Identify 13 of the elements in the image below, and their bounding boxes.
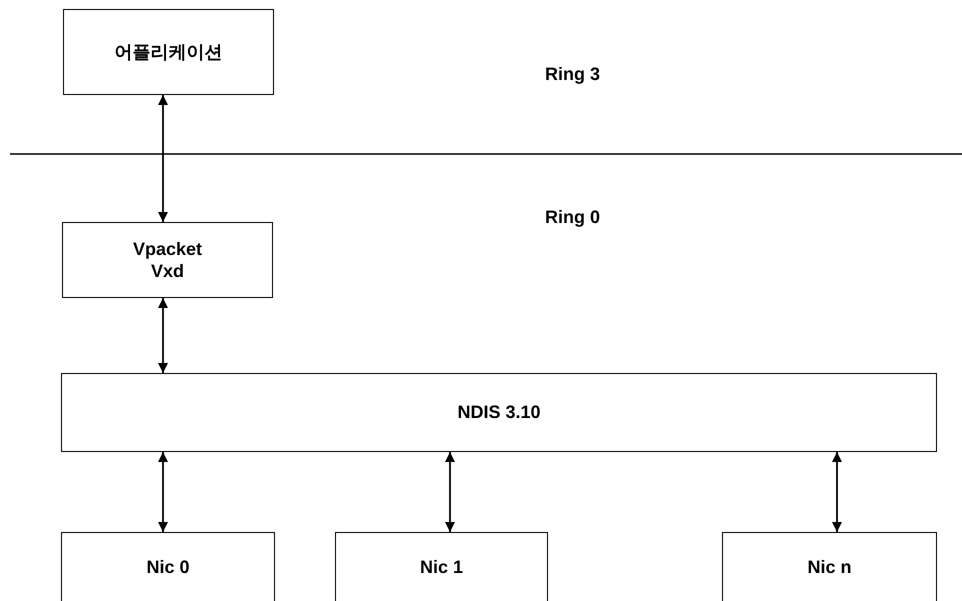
- arrow: [158, 452, 168, 532]
- layer-box: NDIS 3.10: [61, 373, 937, 452]
- process-box: Nic 1: [335, 532, 548, 601]
- process-box: 어플리케이션: [63, 9, 274, 95]
- arrow: [445, 452, 455, 532]
- arrow: [158, 298, 168, 373]
- arrow: [832, 452, 842, 532]
- ring-label: Ring 3: [545, 64, 600, 85]
- ring-label: Ring 0: [545, 207, 600, 228]
- arrow: [158, 95, 168, 222]
- process-box: Nic 0: [61, 532, 275, 601]
- process-box: Vpacket Vxd: [62, 222, 273, 298]
- process-box: Nic n: [722, 532, 937, 601]
